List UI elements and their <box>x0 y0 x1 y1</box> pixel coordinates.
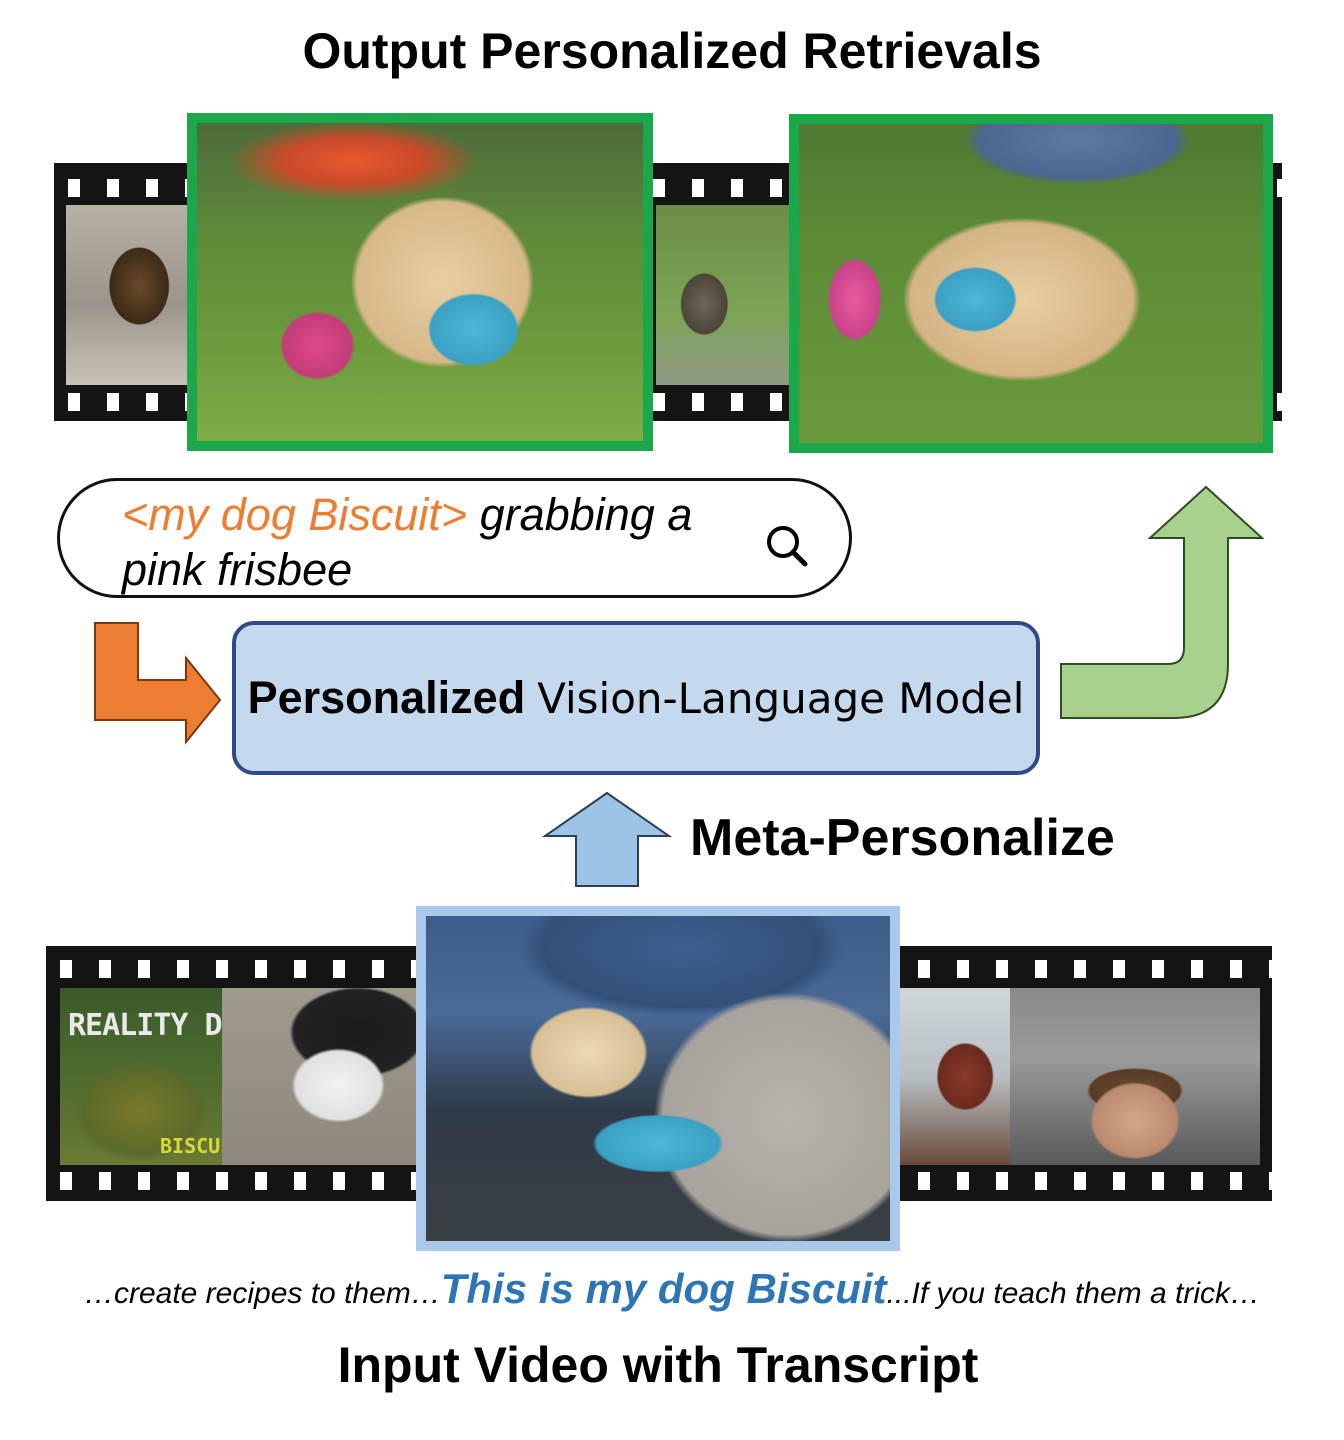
query-line-2: pink frisbee <box>122 544 353 595</box>
video-frame-indoor-dog <box>66 205 188 385</box>
transcript-after: ...If you teach them a trick… <box>886 1277 1261 1310</box>
query-search-bar[interactable]: <my dog Biscuit> grabbing a pink frisbee <box>57 478 852 598</box>
video-frame-reality-title: REALITY DI BISCUIT <box>60 988 222 1165</box>
output-title: Output Personalized Retrievals <box>302 23 1042 79</box>
personalized-vlm-box: Personalized Vision-Language Model <box>232 621 1040 775</box>
concept-token: <my dog Biscuit> <box>122 489 468 540</box>
transcript-before: …create recipes to them… <box>83 1277 441 1310</box>
green-bent-arrow <box>1060 485 1265 719</box>
orange-bent-arrow <box>94 622 222 745</box>
video-frame-border-collie <box>222 988 416 1165</box>
transcript-highlight: This is my dog Biscuit <box>440 1265 887 1312</box>
video-frame-man-room <box>898 988 1010 1165</box>
transcript: …create recipes to them…This is my dog B… <box>0 1265 1344 1313</box>
input-key-frame <box>416 906 900 1251</box>
video-frame-car <box>1010 988 1260 1165</box>
blue-up-arrow <box>542 791 672 887</box>
model-label-bold: Personalized <box>247 672 526 723</box>
query-rest: grabbing a <box>467 489 693 540</box>
query-text: <my dog Biscuit> grabbing a pink frisbee <box>122 487 762 597</box>
meta-personalize-label: Meta-Personalize <box>690 809 1115 867</box>
biscuit-caption-text: BISCUIT <box>160 1134 222 1158</box>
retrieved-frame-2 <box>789 114 1273 453</box>
retrieved-frame-1 <box>187 113 653 451</box>
input-title: Input Video with Transcript <box>337 1337 979 1393</box>
search-icon[interactable] <box>762 521 812 571</box>
model-label-rest: Vision-Language Model <box>537 673 1025 723</box>
video-frame-dog-walk <box>656 205 794 385</box>
reality-title-text: REALITY DI <box>68 1008 222 1043</box>
